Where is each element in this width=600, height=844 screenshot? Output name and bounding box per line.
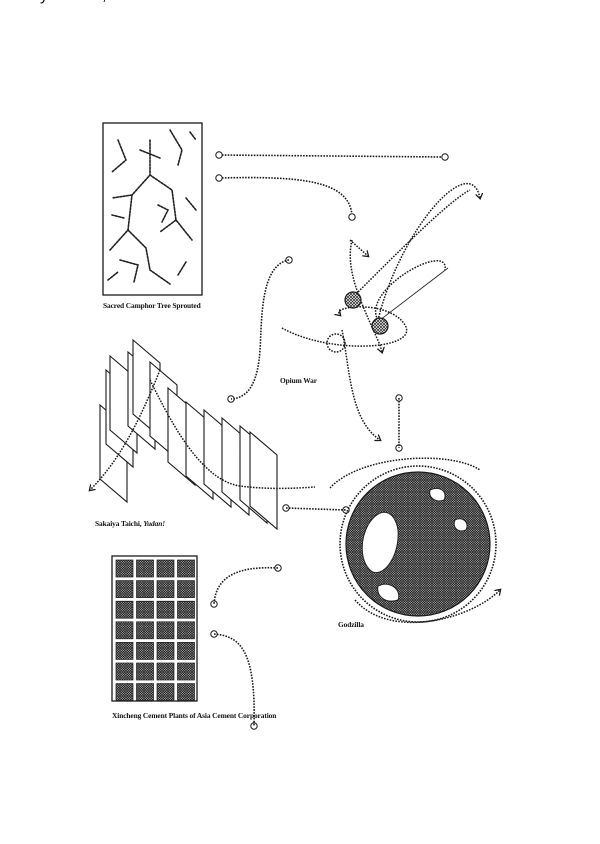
cement-cell	[136, 580, 154, 598]
cement-cells	[115, 559, 195, 701]
cement-connectors	[213, 566, 279, 727]
opium-war-diagram	[281, 182, 480, 440]
cement-cell	[115, 580, 134, 598]
sakaiya-label-title: Yudan!	[111, 0, 162, 4]
sakaiya-flow-lines	[90, 369, 316, 490]
cement-cell	[115, 662, 134, 681]
sakaiya-caption-title: Yudan!	[143, 519, 166, 528]
cement-cell	[156, 600, 175, 619]
godzilla-diagram	[329, 457, 500, 624]
opium-to-frames-connector	[230, 259, 400, 448]
cement-cell	[115, 621, 134, 640]
cement-cell	[177, 621, 195, 640]
cement-cell	[115, 683, 134, 701]
cement-cell	[177, 683, 195, 701]
cement-cell	[156, 662, 175, 681]
godzilla-caption: Godzilla	[338, 620, 364, 629]
cement-cell	[156, 683, 175, 701]
cement-cell	[136, 683, 154, 701]
cement-cell	[136, 662, 154, 681]
sakaiya-label-prefix: Sakaiya Taichi,	[0, 0, 111, 4]
cement-cell	[156, 621, 175, 640]
cement-cell	[177, 662, 195, 681]
camphor-connectors	[218, 154, 446, 217]
sakaiya-caption-prefix: Sakaiya Taichi,	[95, 519, 144, 528]
cement-caption: Xincheng Cement Plants of Asia Cement Co…	[112, 711, 277, 720]
cement-cell	[136, 642, 154, 660]
cement-cell	[136, 559, 154, 578]
opium-war-lines	[379, 267, 449, 321]
godzilla-connector	[285, 507, 347, 511]
opium-war-caption: Opium War	[280, 376, 317, 385]
cement-cell	[177, 559, 195, 578]
sakaiya-stacked-frames	[99, 338, 278, 531]
cement-cell	[177, 642, 195, 660]
cement-cell	[115, 559, 134, 578]
cement-cell	[156, 642, 175, 660]
cement-cell	[136, 621, 154, 640]
cement-cell	[177, 580, 195, 598]
cement-cell	[177, 600, 195, 619]
cement-cell	[115, 642, 134, 660]
cement-cell	[115, 600, 134, 619]
sakaiya-caption: Sakaiya Taichi, Yudan!	[95, 519, 165, 528]
camphor-tree-diagram	[102, 122, 203, 296]
opium-war-nodes	[344, 291, 389, 335]
sakaiya-label: Sakaiya Taichi, Yudan!	[0, 0, 162, 4]
cement-cell	[156, 580, 175, 598]
cement-cell	[136, 600, 154, 619]
cement-cell	[156, 559, 175, 578]
camphor-tree-caption: Sacred Camphor Tree Sprouted	[103, 301, 201, 310]
